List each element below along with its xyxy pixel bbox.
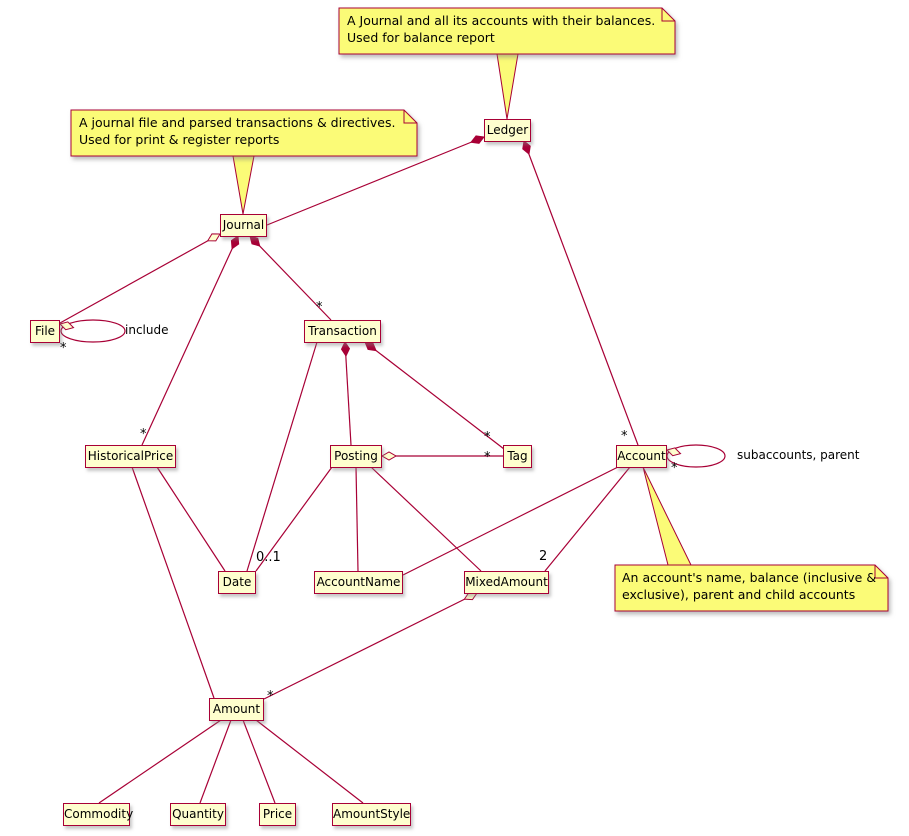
- note-account-line1: An account's name, balance (inclusive &: [622, 570, 877, 585]
- edge-transaction-posting: [344, 341, 352, 446]
- composition-diamond-transaction-posting: [340, 340, 351, 357]
- note-ledger-body: [338, 7, 676, 55]
- class-amount: Amount: [209, 698, 264, 721]
- edge-mixedamount-amount: [263, 592, 478, 700]
- class-tag: Tag: [503, 445, 532, 468]
- multiplicity-transaction-tag: *: [484, 430, 491, 445]
- edge-ledger-journal: [266, 136, 485, 226]
- note-journal-line1: A journal file and parsed transactions &…: [79, 115, 396, 130]
- multiplicity-file-include: *: [60, 341, 67, 356]
- composition-diamond-ledger-journal: [470, 135, 485, 144]
- edge-file-include-loop: [60, 319, 126, 343]
- edge-account-accountname: [402, 466, 619, 576]
- multiplicity-mixedamount-amount: *: [267, 689, 274, 704]
- edge-account-mixedamount: [544, 466, 631, 572]
- aggregation-diamond-file-include: [59, 321, 75, 331]
- note-account-body: [614, 564, 889, 612]
- edge-amount-price: [242, 719, 276, 804]
- multiplicity-journal-transaction: *: [316, 300, 323, 315]
- class-price: Price: [259, 803, 296, 826]
- note-journal-body: [70, 109, 418, 157]
- note-journal-line2: Used for print & register reports: [79, 132, 280, 147]
- class-account: Account: [616, 445, 667, 468]
- multiplicity-date-zero-or-one: 0..1: [256, 550, 281, 565]
- class-mixed-amount: MixedAmount: [464, 571, 549, 594]
- class-amount-style: AmountStyle: [332, 803, 411, 826]
- edge-posting-accountname: [355, 466, 359, 572]
- edge-transaction-date: [246, 341, 318, 572]
- note-account: An account's name, balance (inclusive & …: [622, 569, 876, 603]
- multiplicity-ledger-account: *: [621, 429, 628, 444]
- note-ledger-line1: A Journal and all its accounts with thei…: [347, 13, 656, 28]
- note-pointer-ledger: [496, 53, 519, 120]
- multiplicity-posting-tag: *: [484, 450, 491, 465]
- composition-diamond-ledger-account: [522, 140, 531, 156]
- class-date: Date: [218, 571, 256, 594]
- edge-posting-date: [255, 466, 333, 572]
- edge-historicalprice-amount: [131, 466, 215, 699]
- aggregation-diamond-journal-file: [206, 233, 221, 242]
- edge-journal-transaction: [249, 235, 332, 321]
- note-pointer-account: [642, 466, 692, 566]
- class-commodity: Commodity: [63, 803, 133, 826]
- class-ledger: Ledger: [484, 119, 531, 142]
- edge-amount-quantity: [199, 719, 232, 804]
- multiplicity-account-subaccounts: *: [671, 461, 678, 476]
- class-quantity: Quantity: [170, 803, 226, 826]
- edge-amount-amountstyle: [255, 719, 364, 804]
- note-pointer-journal: [232, 155, 255, 215]
- class-historical-price: HistoricalPrice: [85, 445, 176, 468]
- class-account-name: AccountName: [314, 571, 403, 594]
- multiplicity-journal-historicalprice: *: [140, 427, 147, 442]
- label-include: include: [125, 323, 169, 337]
- class-file: File: [30, 320, 60, 343]
- aggregation-diamond-account-subaccounts: [666, 447, 682, 457]
- note-account-line2: exclusive), parent and child accounts: [622, 587, 856, 602]
- note-ledger: A Journal and all its accounts with thei…: [347, 12, 655, 46]
- edge-ledger-account: [523, 140, 639, 446]
- edge-posting-mixedamount: [370, 466, 482, 572]
- aggregation-diamond-posting-tag: [380, 451, 398, 461]
- multiplicity-account-mixedamount: 2: [539, 549, 548, 564]
- edge-transaction-tag: [364, 341, 505, 450]
- composition-diamond-journal-historicalprice: [230, 235, 240, 250]
- edge-journal-historicalprice: [141, 235, 239, 446]
- composition-diamond-journal-transaction: [249, 235, 261, 247]
- note-journal: A journal file and parsed transactions &…: [79, 114, 395, 148]
- note-ledger-line2: Used for balance report: [347, 30, 495, 45]
- class-journal: Journal: [220, 214, 267, 237]
- note-account-fold-icon: [874, 565, 888, 579]
- label-subaccounts-parent: subaccounts, parent: [737, 448, 860, 462]
- class-posting: Posting: [330, 445, 382, 468]
- edge-historicalprice-date: [156, 466, 226, 572]
- edge-amount-commodity: [98, 719, 222, 804]
- edge-account-subaccounts-loop: [666, 444, 726, 468]
- note-ledger-fold-icon: [661, 8, 675, 22]
- note-journal-fold-icon: [403, 110, 417, 124]
- class-transaction: Transaction: [304, 320, 381, 343]
- edge-journal-file: [59, 233, 221, 324]
